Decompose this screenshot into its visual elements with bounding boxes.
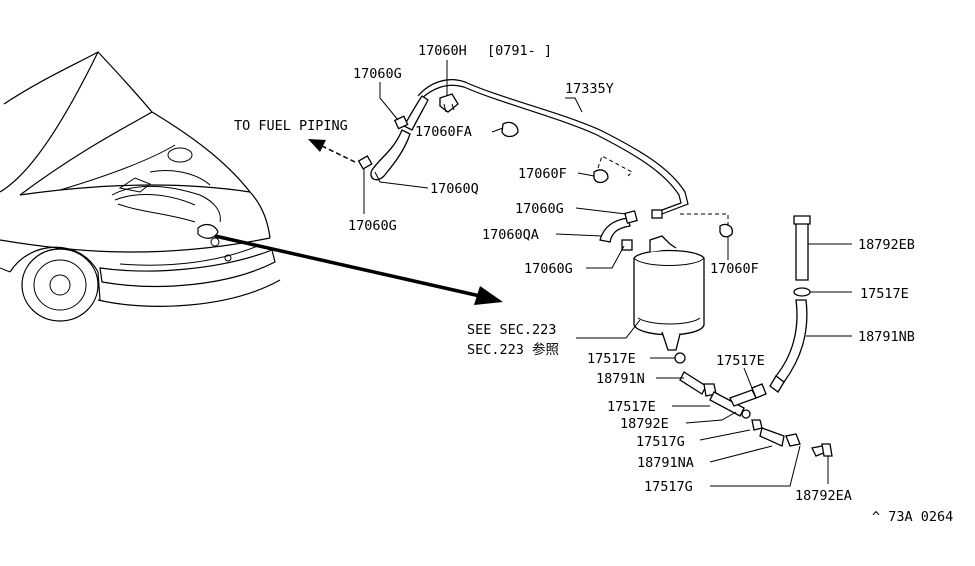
label-17060G-left: 17060G <box>348 218 397 234</box>
label-17060FA: 17060FA <box>415 124 472 140</box>
diagram-code: ^ 73A 0264 <box>872 509 953 525</box>
label-18792EA: 18792EA <box>795 488 852 504</box>
label-17517G-a: 17517G <box>636 434 685 450</box>
label-18792E: 18792E <box>620 416 669 432</box>
upper-hose-assembly <box>357 79 733 251</box>
label-17335Y: 17335Y <box>565 81 614 97</box>
label-17060G-top: 17060G <box>353 66 402 82</box>
label-see-sec: SEE SEC.223 <box>467 322 556 338</box>
label-17517E-b: 17517E <box>716 353 765 369</box>
label-17060G-mid: 17060G <box>515 201 564 217</box>
label-17517G-b: 17517G <box>644 479 693 495</box>
label-17060Q: 17060Q <box>430 181 479 197</box>
label-sec-ref: SEC.223 参照 <box>467 341 559 358</box>
label-17060H: 17060H <box>418 43 467 59</box>
location-arrow <box>214 234 503 305</box>
label-17517E-c: 17517E <box>607 399 656 415</box>
label-18791NB: 18791NB <box>858 329 915 345</box>
label-17060F-upper: 17060F <box>518 166 567 182</box>
part-labels: 17060H [0791- ] 17060G 17335Y TO FUEL PI… <box>234 43 953 525</box>
label-17517E-a: 17517E <box>587 351 636 367</box>
label-17060G-low: 17060G <box>524 261 573 277</box>
canister <box>633 235 705 351</box>
leader-lines <box>363 60 852 487</box>
label-18791NA: 18791NA <box>637 455 694 471</box>
label-17060QA: 17060QA <box>482 227 539 243</box>
label-17060H-date: [0791- ] <box>487 43 552 59</box>
lower-hose-assembly <box>674 215 833 457</box>
label-18792EB: 18792EB <box>858 237 915 253</box>
label-17517E-right: 17517E <box>860 286 909 302</box>
car-illustration <box>0 51 281 322</box>
label-17060F-lower: 17060F <box>710 261 759 277</box>
fuel-piping-arrow <box>308 139 356 163</box>
label-to-fuel-piping: TO FUEL PIPING <box>234 118 348 134</box>
label-18791N: 18791N <box>596 371 645 387</box>
